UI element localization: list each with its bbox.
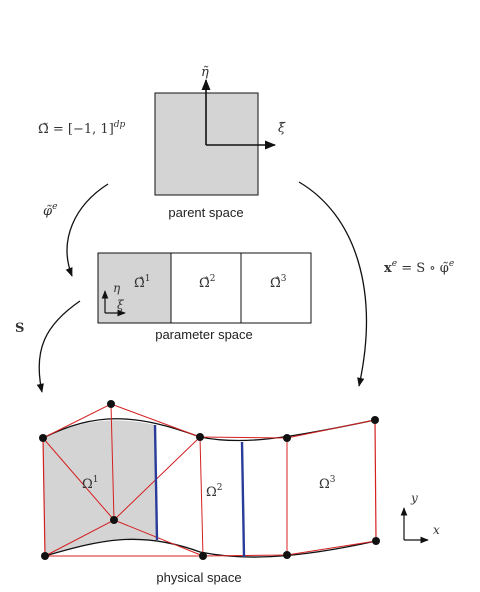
parameter-cell-1 <box>97 252 172 324</box>
control-point <box>283 434 291 442</box>
control-net-col-2 <box>110 403 115 521</box>
parameter-cell-1-label: Ω̂1 <box>134 274 151 291</box>
control-point <box>283 551 291 559</box>
phi-tilde-exp: e <box>52 202 57 212</box>
phi-tilde-text: φ̃ <box>43 204 53 219</box>
control-point <box>199 552 207 560</box>
parent-domain-label: Ω̃ = [−1, 1]dp <box>38 120 126 137</box>
parameter-cell-3-exp: 3 <box>281 274 287 284</box>
control-net-right <box>374 419 377 542</box>
control-point <box>196 433 204 441</box>
parent-domain-text: Ω̃ = [−1, 1] <box>38 122 114 137</box>
x-map-lhs-exp: e <box>392 259 397 269</box>
parameter-cell-3-text: Ω̂ <box>270 276 281 291</box>
physical-element-2-text: Ω <box>206 485 217 500</box>
parameter-cell-1-exp: 1 <box>145 274 151 284</box>
physical-element-1-exp: 1 <box>93 475 99 485</box>
control-point <box>371 416 379 424</box>
parameter-cell-2-label: Ω̂2 <box>199 274 216 291</box>
physical-element-1-text: Ω <box>82 477 93 492</box>
xi-label: ξ <box>117 298 125 312</box>
physical-element-3-exp: 3 <box>330 475 336 485</box>
control-point <box>107 400 115 408</box>
physical-element-3-text: Ω <box>319 477 330 492</box>
parameter-cell-2-text: Ω̂ <box>199 276 210 291</box>
physical-bottom-boundary <box>44 538 377 558</box>
control-point <box>39 434 47 442</box>
control-point <box>41 552 49 560</box>
phi-tilde-e-label: φ̃e <box>43 202 57 219</box>
parameter-cell-2-exp: 2 <box>210 274 216 284</box>
S-label: S <box>15 321 24 336</box>
phi-arrow <box>65 183 109 277</box>
parameter-space-label: parameter space <box>155 327 253 342</box>
control-net-col-3 <box>199 436 204 557</box>
eta-tilde-label: η̃ <box>201 65 209 80</box>
x-map-arrow <box>298 181 368 387</box>
knot-line-1 <box>153 424 159 541</box>
xi-tilde-label: ξ̃ <box>278 121 286 136</box>
parent-space-label: parent space <box>168 205 243 220</box>
x-map-rhs-exp: e <box>449 259 454 269</box>
x-label: x <box>433 523 440 537</box>
physical-element-2-exp: 2 <box>217 483 223 493</box>
x-map-label: xe = S ∘ φ̃e <box>384 259 454 276</box>
physical-space-label: physical space <box>156 570 241 585</box>
x-map-lhs: x <box>384 261 392 276</box>
control-net-left <box>42 437 46 557</box>
parameter-cell-3-label: Ω̂3 <box>270 274 287 291</box>
physical-element-3-label: Ω3 <box>319 475 336 492</box>
parent-domain-exp: dp <box>114 120 126 130</box>
physical-element-1-label: Ω1 <box>82 475 99 492</box>
physical-element-1-fill <box>43 420 157 556</box>
parameter-cell-1-text: Ω̂ <box>134 276 145 291</box>
parameter-cell-3 <box>240 252 312 324</box>
y-label: y <box>410 491 418 505</box>
S-arrow <box>36 300 81 393</box>
parameter-cell-2 <box>170 252 242 324</box>
control-point <box>110 516 118 524</box>
control-point <box>372 537 380 545</box>
physical-element-2-label: Ω2 <box>206 483 223 500</box>
knot-line-2 <box>240 441 246 558</box>
eta-label: η <box>113 281 121 295</box>
x-map-rhs: = S ∘ φ̃ <box>397 261 449 276</box>
